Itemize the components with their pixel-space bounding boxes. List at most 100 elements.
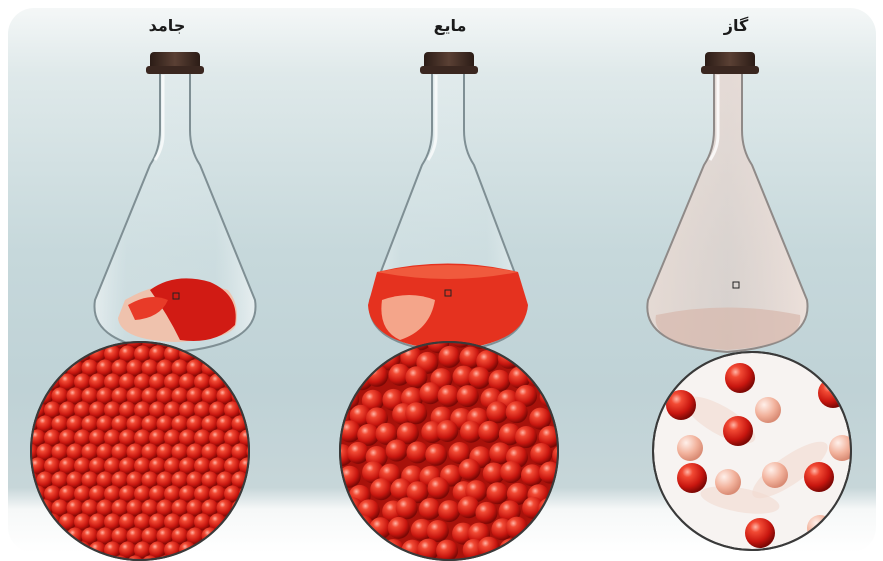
particle (262, 444, 279, 461)
particle (247, 332, 264, 349)
particle (486, 401, 508, 423)
particle (247, 500, 264, 517)
particle (262, 388, 279, 405)
particle (37, 556, 54, 561)
particle (254, 542, 271, 559)
particle (247, 556, 264, 561)
particle (82, 556, 99, 561)
particle (22, 556, 39, 561)
particle (262, 360, 279, 377)
particle (486, 482, 508, 504)
particle (478, 421, 500, 443)
particle (82, 332, 99, 349)
particle (438, 500, 460, 522)
particle (363, 346, 385, 368)
particle (337, 537, 359, 559)
particle (330, 366, 352, 388)
particle (262, 472, 279, 489)
particle (232, 360, 249, 377)
particle (556, 390, 578, 412)
particle (247, 360, 264, 377)
particle (419, 498, 441, 520)
particle (29, 542, 46, 559)
particle (239, 542, 256, 559)
particle (232, 528, 249, 545)
particle (457, 385, 479, 407)
particle (224, 542, 241, 559)
particle (172, 556, 189, 561)
particle (559, 538, 581, 560)
particle (262, 528, 279, 545)
particle (262, 332, 279, 349)
particle (52, 556, 69, 561)
particle (59, 542, 76, 559)
particle (542, 540, 564, 561)
particle (37, 332, 54, 349)
particle (44, 346, 61, 363)
particle (406, 441, 428, 463)
particle (553, 333, 575, 355)
particle (254, 402, 271, 419)
particle (388, 517, 410, 539)
particle (239, 346, 256, 363)
particle (329, 329, 351, 351)
particle (22, 388, 39, 405)
particle (527, 365, 549, 387)
particle (232, 556, 249, 561)
particle (52, 332, 69, 349)
particle (262, 500, 279, 517)
particle (558, 427, 580, 449)
flask-gas (647, 52, 807, 352)
particle (247, 388, 264, 405)
particle (396, 497, 418, 519)
particle (438, 385, 460, 407)
particle (247, 528, 264, 545)
particle (537, 351, 559, 373)
particle (552, 402, 574, 424)
particle (247, 472, 264, 489)
particle (254, 514, 271, 531)
particle (254, 374, 271, 391)
particle (346, 327, 368, 349)
particle (405, 402, 427, 424)
particle (269, 402, 286, 419)
particle (187, 556, 204, 561)
particle (22, 360, 39, 377)
particle (29, 374, 46, 391)
particle (44, 542, 61, 559)
particle (428, 477, 450, 499)
particle (269, 542, 286, 559)
flask-solid (94, 52, 255, 352)
particle (506, 401, 528, 423)
particle (247, 416, 264, 433)
particle (425, 444, 447, 466)
particle (516, 537, 538, 559)
particle (269, 458, 286, 475)
particle (239, 374, 256, 391)
particle (269, 430, 286, 447)
flask-liquid (368, 52, 528, 352)
particle (224, 346, 241, 363)
particle (217, 556, 234, 561)
particle (22, 500, 39, 517)
particle (262, 556, 279, 561)
particle (209, 542, 226, 559)
particle (254, 430, 271, 447)
particle (89, 542, 106, 559)
particle (551, 364, 573, 386)
particle (217, 528, 234, 545)
particle (326, 521, 348, 543)
particle (239, 514, 256, 531)
particle (562, 464, 584, 486)
particle (217, 360, 234, 377)
particle (526, 325, 548, 347)
particle (436, 540, 458, 561)
particle (358, 535, 380, 557)
particle (59, 346, 76, 363)
particle (269, 514, 286, 531)
particle (269, 374, 286, 391)
particle (202, 556, 219, 561)
particle (559, 346, 581, 368)
particle (439, 346, 461, 368)
